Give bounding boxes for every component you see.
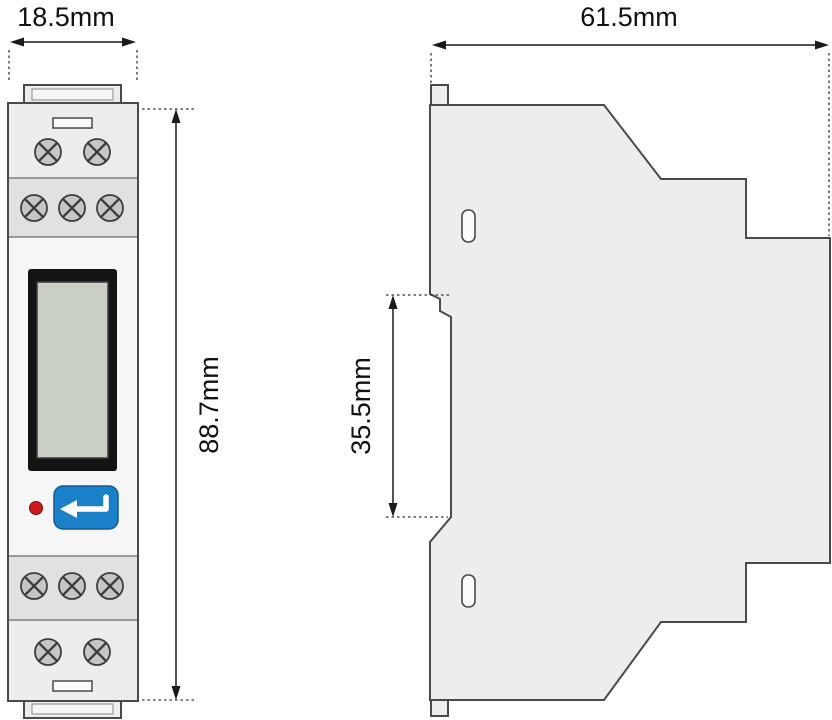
front-top-slot (52, 117, 93, 129)
terminal-screw (82, 137, 112, 167)
side-view (429, 84, 831, 717)
arrow-left-icon (432, 40, 446, 50)
front-section-dividers (8, 177, 138, 621)
arrow-right-icon (815, 40, 829, 50)
terminal-screws-upper-row (19, 193, 125, 223)
dim-front-height: 88.7mm (142, 108, 224, 701)
terminal-screw (95, 571, 125, 601)
lcd-screen (36, 281, 109, 459)
dim-side-depth-label: 61.5mm (580, 2, 678, 32)
side-slot-upper (461, 209, 476, 243)
front-top-tab (23, 84, 122, 106)
side-top-tab (430, 84, 449, 107)
front-bottom-slot (52, 680, 93, 692)
side-profile-outline (429, 104, 831, 701)
terminal-screw (57, 193, 87, 223)
enter-button (53, 485, 119, 530)
terminal-screw (57, 571, 87, 601)
arrow-left-icon (10, 37, 24, 47)
arrow-up-icon (388, 295, 398, 309)
dim-front-height-label: 88.7mm (194, 356, 224, 454)
terminal-screw (95, 193, 125, 223)
dim-rail-recess: 35.5mm (346, 294, 450, 518)
arrow-right-icon (122, 37, 136, 47)
dimension-annotations: 18.5mm 88.7mm 61.5mm 35.5mm (8, 2, 830, 701)
dim-front-width: 18.5mm (8, 2, 138, 83)
dim-side-depth: 61.5mm (430, 2, 830, 236)
terminal-screw (33, 637, 63, 667)
terminal-screws-lower-row (19, 571, 125, 601)
terminal-screw (82, 637, 112, 667)
dim-front-width-label: 18.5mm (17, 2, 115, 32)
side-slot-lower (461, 574, 476, 608)
front-body-outline (7, 102, 139, 702)
front-bottom-tab (23, 698, 122, 719)
terminal-screw (19, 571, 49, 601)
arrow-down-icon (388, 503, 398, 517)
front-view (7, 84, 139, 719)
dim-rail-recess-label: 35.5mm (346, 357, 376, 455)
arrow-up-icon (171, 109, 181, 123)
status-led (29, 501, 43, 515)
terminal-screw (19, 193, 49, 223)
arrow-down-icon (171, 686, 181, 700)
terminal-screw (33, 137, 63, 167)
return-arrow-icon (60, 494, 109, 518)
lcd-display (28, 269, 117, 471)
